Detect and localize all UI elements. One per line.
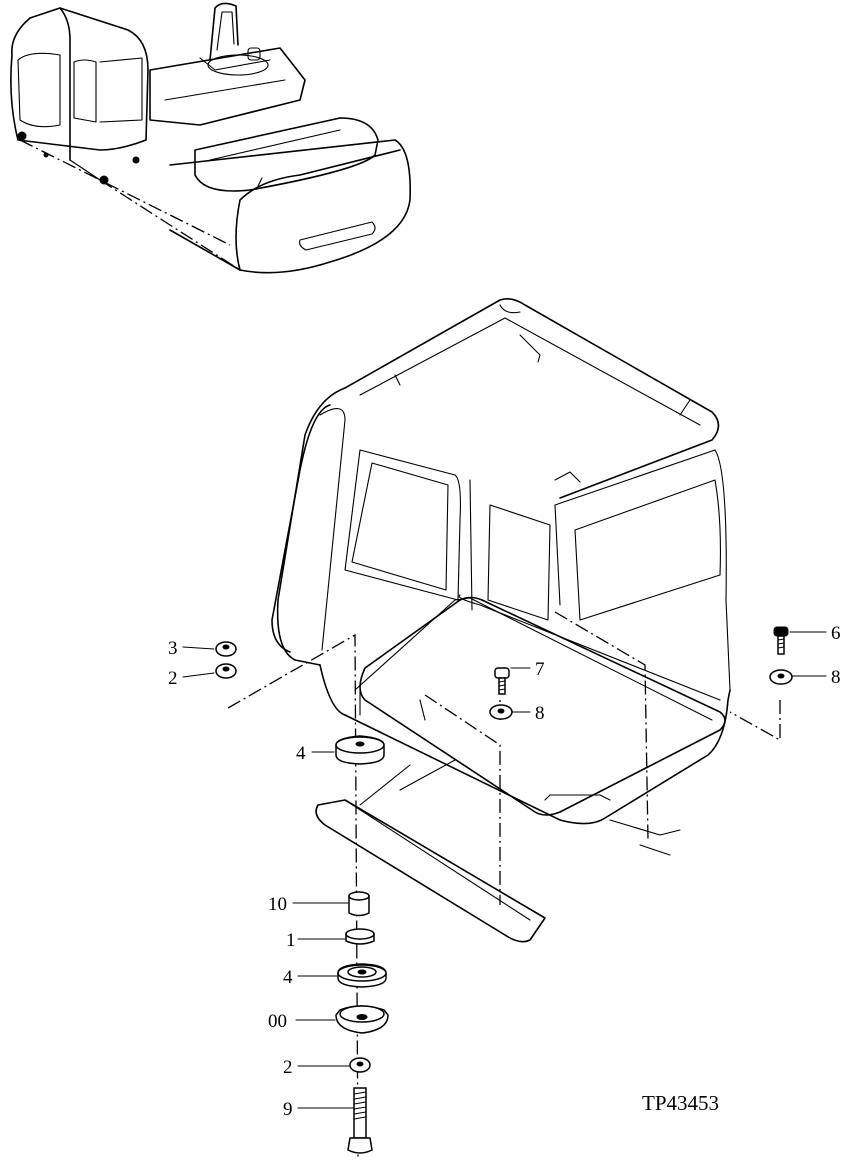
collar-part-1 bbox=[345, 928, 375, 945]
washer-part-2-lower bbox=[349, 1057, 371, 1073]
operator-cab-illustration bbox=[271, 298, 731, 825]
washer-part-8-middle bbox=[489, 704, 513, 720]
callout-7: 7 bbox=[535, 659, 545, 680]
callout-labels: 3 2 4 7 8 6 8 10 1 4 00 2 9 bbox=[168, 623, 841, 1120]
callout-2-lower: 2 bbox=[283, 1057, 293, 1078]
spacer-part-10 bbox=[348, 891, 370, 917]
mount-washer-part-4-lower bbox=[337, 963, 387, 988]
callout-8-middle: 8 bbox=[535, 703, 545, 724]
bolt-part-7 bbox=[494, 667, 510, 695]
callout-6: 6 bbox=[831, 623, 841, 644]
callout-4-lower: 4 bbox=[283, 967, 293, 988]
callout-3: 3 bbox=[168, 638, 178, 659]
mount-washer-part-4-upper bbox=[335, 735, 385, 765]
hardware-parts bbox=[215, 626, 793, 1154]
nut-part-3 bbox=[215, 641, 237, 657]
leader-lines bbox=[182, 631, 827, 1109]
bolt-part-9 bbox=[347, 1087, 373, 1154]
frame-rail-illustration bbox=[315, 759, 681, 943]
callout-4-upper: 4 bbox=[296, 743, 306, 764]
washer-part-2-upper bbox=[215, 663, 237, 679]
figure-code: TP43453 bbox=[642, 1091, 719, 1115]
callout-10: 10 bbox=[268, 894, 287, 915]
callout-00: 00 bbox=[268, 1011, 287, 1032]
cup-washer-part-00 bbox=[335, 1005, 389, 1034]
callout-8-right: 8 bbox=[831, 667, 841, 688]
callout-9: 9 bbox=[283, 1099, 293, 1120]
washer-part-8-right bbox=[769, 669, 793, 685]
callout-2-upper: 2 bbox=[168, 668, 178, 689]
callout-1: 1 bbox=[286, 930, 296, 951]
bolt-part-6 bbox=[773, 626, 789, 655]
excavator-overview-illustration bbox=[10, 2, 412, 274]
